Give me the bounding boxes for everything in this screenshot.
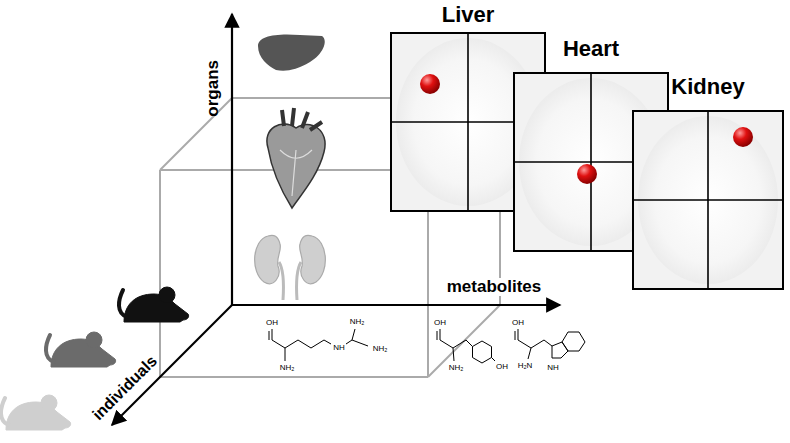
axes [112, 14, 560, 425]
liver-icon [258, 34, 325, 70]
atom-label: H₂N [518, 362, 533, 371]
kidney-icon [255, 235, 326, 300]
atom-label: OH [434, 319, 446, 328]
grid-box [632, 110, 784, 290]
atom-label: OH [512, 319, 524, 328]
atom-label: OH [266, 319, 278, 328]
atom-label: NH₂ [373, 345, 388, 354]
panel-title: Heart [563, 36, 619, 62]
mouse-icon [46, 332, 116, 367]
axis-label: organs [204, 60, 223, 117]
panel-title: Liver [442, 2, 495, 28]
chemical-structures [269, 329, 585, 363]
atom-label: OH [496, 363, 508, 372]
mouse-icon [1, 395, 71, 430]
panel-title: Kidney [671, 74, 744, 100]
atom-label: NH₂ [280, 364, 295, 373]
atom-label: NH [547, 364, 559, 373]
organ-panel: Kidney [632, 74, 784, 290]
mouse-icon [119, 287, 189, 322]
grid-panel [634, 112, 782, 288]
atom-label: NH₂ [350, 318, 365, 327]
atom-label: NH [333, 344, 345, 353]
heart-icon [267, 108, 325, 208]
axis-label: metabolites [445, 278, 543, 297]
atom-label: NH₂ [449, 364, 464, 373]
